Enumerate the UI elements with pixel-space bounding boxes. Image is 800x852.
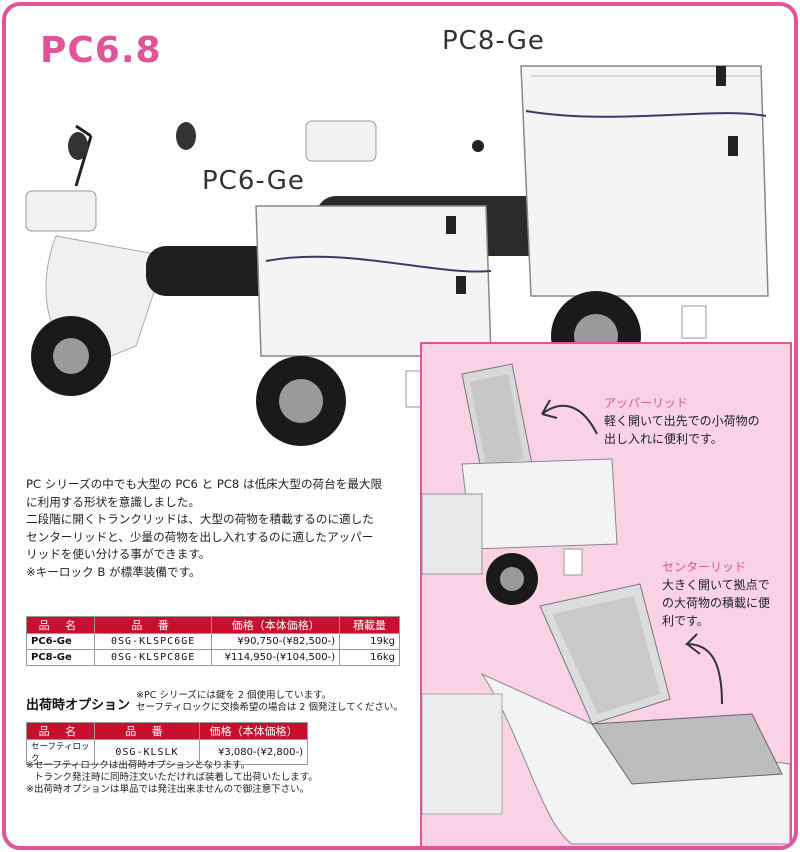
cell-capacity: 19kg [339, 633, 400, 650]
options-note-line: セーフティロックに交換希望の場合は 2 個発注してください。 [136, 702, 403, 713]
table-header-row: 品 名 品 番 価格（本体価格） 積載量 [26, 616, 400, 634]
center-lid-line: の大荷物の積載に便 [662, 596, 771, 610]
description-line: リッドを使い分ける事ができます。 [26, 547, 211, 561]
center-lid-line: 大きく開いて拠点で [662, 578, 770, 592]
header-part-number: 品 番 [93, 616, 213, 634]
center-lid-callout: センターリッド 大きく開いて拠点で の大荷物の積載に便 利です。 [662, 558, 770, 630]
cell-price: ¥114,950-(¥104,500-) [211, 649, 341, 666]
options-footnotes: ※セーフティロックは出荷時オプションとなります。 トランク発注時に同時注文いただ… [26, 760, 318, 796]
options-note: ※PC シリーズには鍵を 2 個使用しています。 セーフティロックに交換希望の場… [136, 690, 403, 714]
lid-detail-photos [422, 363, 790, 845]
cell-product-name: PC6-Ge [26, 633, 95, 650]
header-capacity: 積載量 [339, 616, 400, 634]
header-product-name: 品 名 [26, 722, 95, 740]
center-lid-arrow-icon [684, 633, 723, 705]
table-row: セーフティロック 0SG-KLSLK ¥3,080-(¥2,800-) [26, 739, 308, 765]
upper-lid-callout: アッパーリッド 軽く開いて出先での小荷物の 出し入れに便利です。 [604, 394, 760, 448]
description-line: 二段階に開くトランクリッドは、大型の荷物を積載するのに適した [26, 512, 374, 526]
upper-lid-arrow-icon [541, 399, 598, 435]
center-lid-photo [422, 583, 790, 845]
cell-price: ¥90,750-(¥82,500-) [211, 633, 341, 650]
footnote-line: ※セーフティロックは出荷時オプションとなります。 [26, 760, 251, 771]
cell-price: ¥3,080-(¥2,800-) [199, 739, 308, 765]
header-part-number: 品 番 [93, 722, 201, 740]
product-description: PC シリーズの中でも大型の PC6 と PC8 は低床大型の荷台を最大限 に利… [26, 476, 418, 581]
pc8-label: PC8-Ge [442, 26, 545, 56]
description-line: ※キーロック B が標準装備です。 [26, 564, 201, 579]
product-table: 品 名 品 番 価格（本体価格） 積載量 PC6-Ge 0SG-KLSPC6GE… [26, 616, 400, 666]
lid-detail-panel [420, 342, 792, 846]
options-note-line: ※PC シリーズには鍵を 2 個使用しています。 [136, 690, 332, 701]
center-lid-heading: センターリッド [662, 560, 747, 574]
options-table: 品 名 品 番 価格（本体価格） セーフティロック 0SG-KLSLK ¥3,0… [26, 722, 308, 765]
table-header-row: 品 名 品 番 価格（本体価格） [26, 722, 308, 740]
description-line: PC シリーズの中でも大型の PC6 と PC8 は低床大型の荷台を最大限 [26, 477, 383, 491]
upper-lid-line: 出し入れに便利です。 [604, 432, 723, 446]
table-row: PC6-Ge 0SG-KLSPC6GE ¥90,750-(¥82,500-) 1… [26, 633, 400, 650]
upper-lid-line: 軽く開いて出先での小荷物の [604, 414, 760, 428]
cell-part-number: 0SG-KLSLK [93, 739, 201, 765]
description-line: に利用する形状を意識しました。 [26, 494, 200, 509]
center-lid-line: 利です。 [662, 614, 709, 628]
cell-capacity: 16kg [339, 649, 400, 666]
footnote-line: ※出荷時オプションは単品では発注出来ませんので御注意下さい。 [26, 784, 310, 795]
upper-lid-photo [422, 363, 618, 605]
cell-part-number: 0SG-KLSPC8GE [93, 649, 213, 666]
upper-lid-heading: アッパーリッド [604, 396, 689, 410]
table-row: PC8-Ge 0SG-KLSPC8GE ¥114,950-(¥104,500-)… [26, 649, 400, 666]
cell-product-name: セーフティロック [26, 739, 95, 765]
options-title: 出荷時オプション [26, 698, 131, 713]
description-line: センターリッドと、少量の荷物を出し入れするのに適したアッパー [26, 529, 374, 544]
cell-part-number: 0SG-KLSPC6GE [93, 633, 213, 650]
page-title: PC6.8 [40, 30, 162, 71]
pc6-scooter-image [25, 122, 492, 446]
footnote-line: トランク発注時に同時注文いただければ装着して出荷いたします。 [34, 772, 318, 783]
cell-product-name: PC8-Ge [26, 649, 95, 666]
header-price: 価格（本体価格） [199, 722, 308, 740]
header-product-name: 品 名 [26, 616, 95, 634]
pc6-label: PC6-Ge [202, 166, 305, 196]
header-price: 価格（本体価格） [211, 616, 341, 634]
